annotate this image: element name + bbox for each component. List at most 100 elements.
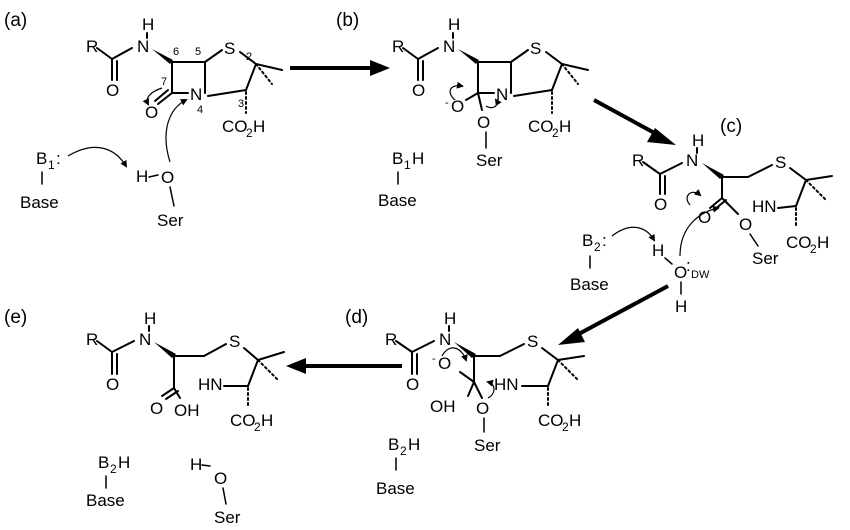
sulfur: S: [224, 39, 235, 58]
svg-text:N: N: [139, 330, 151, 349]
svg-text:N: N: [443, 37, 455, 56]
oxyanion: O: [451, 97, 464, 116]
curved-arrow: [165, 99, 188, 163]
panel-d: (d) R O H N - O OH O Ser HN S CO 2 H: [345, 307, 585, 498]
svg-text:O: O: [406, 375, 419, 394]
reaction-arrow-b-c: [593, 98, 661, 138]
position-5: 5: [195, 46, 201, 58]
base-b1h: B: [392, 149, 403, 168]
svg-text:2: 2: [254, 420, 261, 434]
oxyanion-d: O: [438, 354, 451, 373]
svg-text:H: H: [253, 117, 265, 136]
svg-text:R: R: [86, 330, 98, 349]
r-group: R: [86, 37, 98, 56]
svg-text:H: H: [444, 309, 456, 328]
water-o: O: [674, 263, 687, 282]
svg-text::: :: [602, 231, 607, 250]
serine-h-e: H: [190, 455, 202, 474]
svg-text:H: H: [692, 131, 704, 150]
svg-text:R: R: [632, 151, 644, 170]
carboxyl-c: CO: [222, 117, 248, 136]
svg-text:2: 2: [552, 126, 559, 140]
base-b2h-e: B: [98, 453, 109, 472]
base-b2: B: [582, 231, 593, 250]
position-7: 7: [161, 76, 167, 88]
carbonyl-oxygen: O: [106, 81, 119, 100]
panel-label-e: (e): [4, 307, 27, 328]
water-lone-pair: :: [686, 256, 691, 275]
wedge-bond: [152, 49, 173, 64]
svg-text:2: 2: [400, 444, 407, 458]
panel-label-b: (b): [336, 10, 359, 31]
acid-oxygen: O: [150, 399, 163, 418]
svg-text:R: R: [392, 37, 404, 56]
svg-text:H: H: [261, 411, 273, 430]
panel-a: (a) R O H N N O S CO 2 H 2 3 4 5 6 7: [4, 10, 283, 230]
position-6: 6: [173, 46, 179, 58]
panel-c: (c) R O H N O O Ser HN S CO 2 H B 2: [570, 116, 833, 316]
serine-o: O: [161, 168, 174, 187]
svg-text:1: 1: [404, 158, 411, 172]
svg-text:N: N: [496, 85, 508, 104]
serine-e: Ser: [214, 508, 241, 527]
svg-text:Base: Base: [378, 191, 417, 210]
svg-text:Base: Base: [570, 275, 609, 294]
position-2: 2: [246, 51, 252, 63]
svg-text:Ser: Ser: [752, 249, 779, 268]
svg-text:Ser: Ser: [476, 151, 503, 170]
hydroxyl: OH: [430, 397, 456, 416]
panel-label-d: (d): [345, 307, 368, 328]
reaction-arrow-c-d: [574, 284, 669, 338]
svg-text:Base: Base: [86, 491, 125, 510]
svg-text:1: 1: [48, 158, 55, 172]
svg-text::: :: [56, 149, 61, 168]
svg-text:2: 2: [246, 126, 253, 140]
svg-text:N: N: [686, 151, 698, 170]
serine-h: H: [136, 167, 148, 186]
svg-text:H: H: [817, 233, 829, 252]
position-4: 4: [197, 104, 203, 116]
svg-text:CO: CO: [230, 411, 256, 430]
svg-text:-: -: [432, 353, 436, 365]
water-h: H: [652, 241, 664, 260]
svg-text:2: 2: [594, 240, 601, 254]
base-b1: B: [36, 149, 47, 168]
svg-text:H: H: [569, 411, 581, 430]
panel-label-c: (c): [720, 116, 742, 137]
base-b2h: B: [388, 435, 399, 454]
svg-text:Ser: Ser: [474, 436, 501, 455]
lactam-o: O: [145, 103, 158, 122]
svg-text:O: O: [476, 399, 489, 418]
svg-text:HN: HN: [198, 375, 223, 394]
svg-text:S: S: [527, 332, 538, 351]
panel-e: (e) R O H N O OH HN S CO 2 H B 2 H Base …: [4, 307, 285, 527]
curved-arrow: [142, 87, 163, 106]
svg-text:H: H: [144, 309, 156, 328]
svg-text:O: O: [698, 208, 711, 227]
svg-text:O: O: [654, 195, 667, 214]
svg-text:S: S: [229, 332, 240, 351]
amide-h: H: [142, 15, 154, 34]
svg-text:O: O: [739, 215, 752, 234]
base-label: Base: [20, 193, 59, 212]
amide-n: N: [137, 37, 149, 56]
water-label: DW: [691, 269, 710, 281]
svg-text:CO: CO: [786, 233, 812, 252]
svg-text:S: S: [530, 39, 541, 58]
svg-text:O: O: [106, 375, 119, 394]
svg-text:H: H: [675, 297, 687, 316]
svg-text:O: O: [477, 113, 490, 132]
serine: Ser: [157, 211, 184, 230]
svg-text:H: H: [559, 117, 571, 136]
svg-text:H: H: [412, 149, 424, 168]
svg-text:HN: HN: [494, 375, 519, 394]
svg-text:2: 2: [110, 462, 117, 476]
svg-text:2: 2: [810, 242, 817, 256]
svg-text:H: H: [118, 453, 130, 472]
svg-text:R: R: [385, 330, 397, 349]
svg-text:Base: Base: [376, 479, 415, 498]
svg-text:CO: CO: [528, 117, 554, 136]
position-3: 3: [238, 98, 244, 110]
svg-text:N: N: [439, 330, 451, 349]
